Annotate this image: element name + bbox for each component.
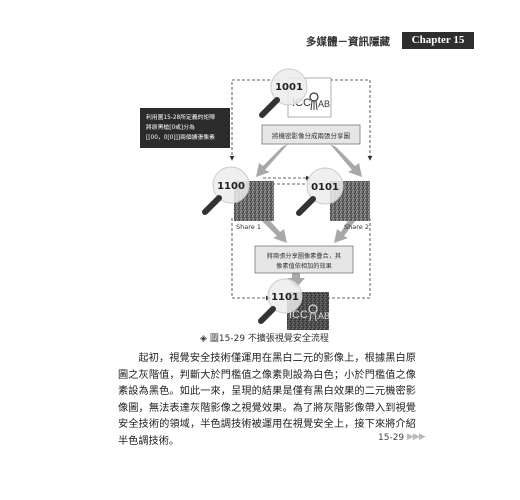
share2-lens	[306, 167, 344, 205]
code-1101: 1101	[271, 292, 299, 303]
stack-box: 將兩張分享圖像素疊合，其 像素值依相加的效果	[254, 245, 354, 274]
caption-text: 圖15-29 不擴張視覺安全流程	[209, 334, 329, 344]
svg-text:AB: AB	[318, 311, 330, 321]
note-line-2: 將原黑槍[0或]分為	[146, 123, 195, 131]
result-group: ICC AB 1101	[258, 278, 330, 330]
arrow-to-share1	[256, 144, 288, 177]
body-text: 起初，視覺安全技術僅運用在黑白二元的影像上，根據黑白原圖之灰階值，判斷大於門檻值…	[118, 351, 416, 451]
share2-group: 0101 Share 2	[296, 167, 370, 231]
result-lens	[267, 278, 303, 314]
stack-line-2: 像素值依相加的效果	[276, 262, 332, 270]
top-magnifier: ICC AB 1001	[259, 68, 332, 118]
body-paragraph: 起初，視覺安全技術僅運用在黑白二元的影像上，根據黑白原圖之灰階值，判斷大於門檻值…	[118, 353, 416, 447]
arrow-share2-to-stack	[334, 214, 358, 243]
icc-logo-mark: AB	[309, 92, 330, 111]
page-number: 15-29	[378, 433, 405, 443]
note-line-3: [[00，0[0]]]兩個擴張像素	[146, 133, 215, 141]
magnifier-handle	[259, 97, 280, 118]
share1-label: Share 1	[236, 223, 261, 231]
split-text: 將機密影像分成兩張分享圖	[272, 131, 350, 140]
share1-handle	[202, 195, 222, 215]
dashed-connectors	[229, 79, 373, 301]
share2-handle	[296, 196, 316, 216]
svg-text:AB: AB	[318, 99, 330, 109]
code-1100: 1100	[217, 181, 245, 192]
figure-caption: ◈圖15-29 不擴張視覺安全流程	[200, 331, 329, 344]
split-box: 將機密影像分成兩張分享圖	[261, 124, 361, 145]
flow-arrows	[256, 144, 362, 288]
flow-diagram: ICC AB 1001 利用圖15-28所定義的矩陣 將原黑槍[0或]分為 [[…	[140, 68, 373, 330]
result-icc-overlay: ICC AB	[289, 304, 330, 322]
share1-group: 1100 Share 1	[202, 166, 274, 231]
caption-marker: ◈	[200, 334, 207, 344]
share1-lens	[212, 166, 250, 204]
stack-line-1: 將兩張分享圖像素疊合，其	[267, 252, 341, 260]
code-1001: 1001	[275, 82, 303, 93]
arrow-share1-to-stack	[258, 214, 287, 243]
page-arrows: ▶▶▶	[407, 432, 426, 442]
code-0101: 0101	[311, 182, 339, 193]
chapter-header: 多媒體－資訊隱藏 Chapter 15	[290, 32, 480, 50]
arrow-to-share2	[330, 144, 362, 177]
note-box: 利用圖15-28所定義的矩陣 將原黑槍[0或]分為 [[00，0[0]]]兩個擴…	[140, 108, 230, 148]
result-handle	[258, 306, 276, 324]
svg-text:ICC: ICC	[289, 309, 308, 321]
chapter-badge: Chapter 15	[402, 32, 474, 49]
magnifier-lens	[270, 68, 308, 106]
share2-label: Share 2	[344, 223, 369, 231]
note-line-1: 利用圖15-28所定義的矩陣	[146, 113, 215, 121]
section-title: 多媒體－資訊隱藏	[306, 36, 390, 48]
